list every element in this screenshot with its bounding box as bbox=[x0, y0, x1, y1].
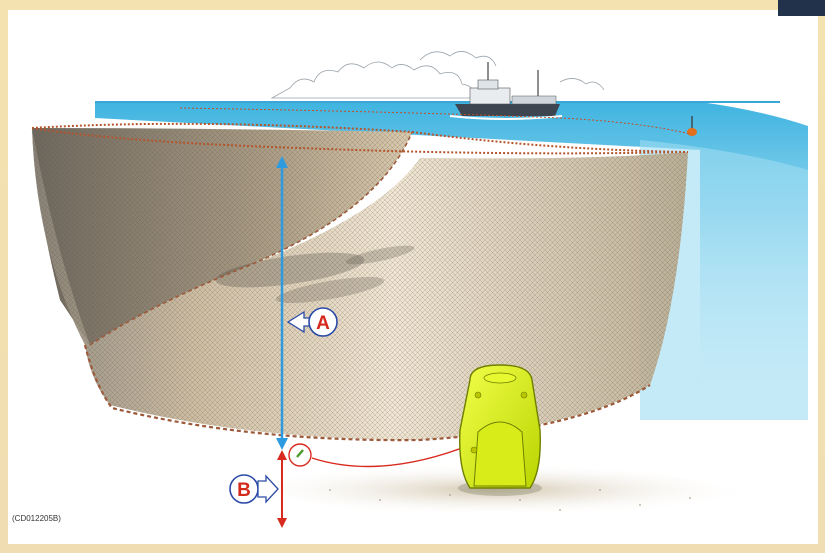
callout-b-label: B bbox=[237, 480, 251, 501]
sonar-unit bbox=[458, 365, 542, 496]
reference-code: (CD012205B) bbox=[12, 514, 61, 523]
corner-decoration bbox=[778, 0, 825, 16]
callout-a-label: A bbox=[316, 313, 330, 334]
